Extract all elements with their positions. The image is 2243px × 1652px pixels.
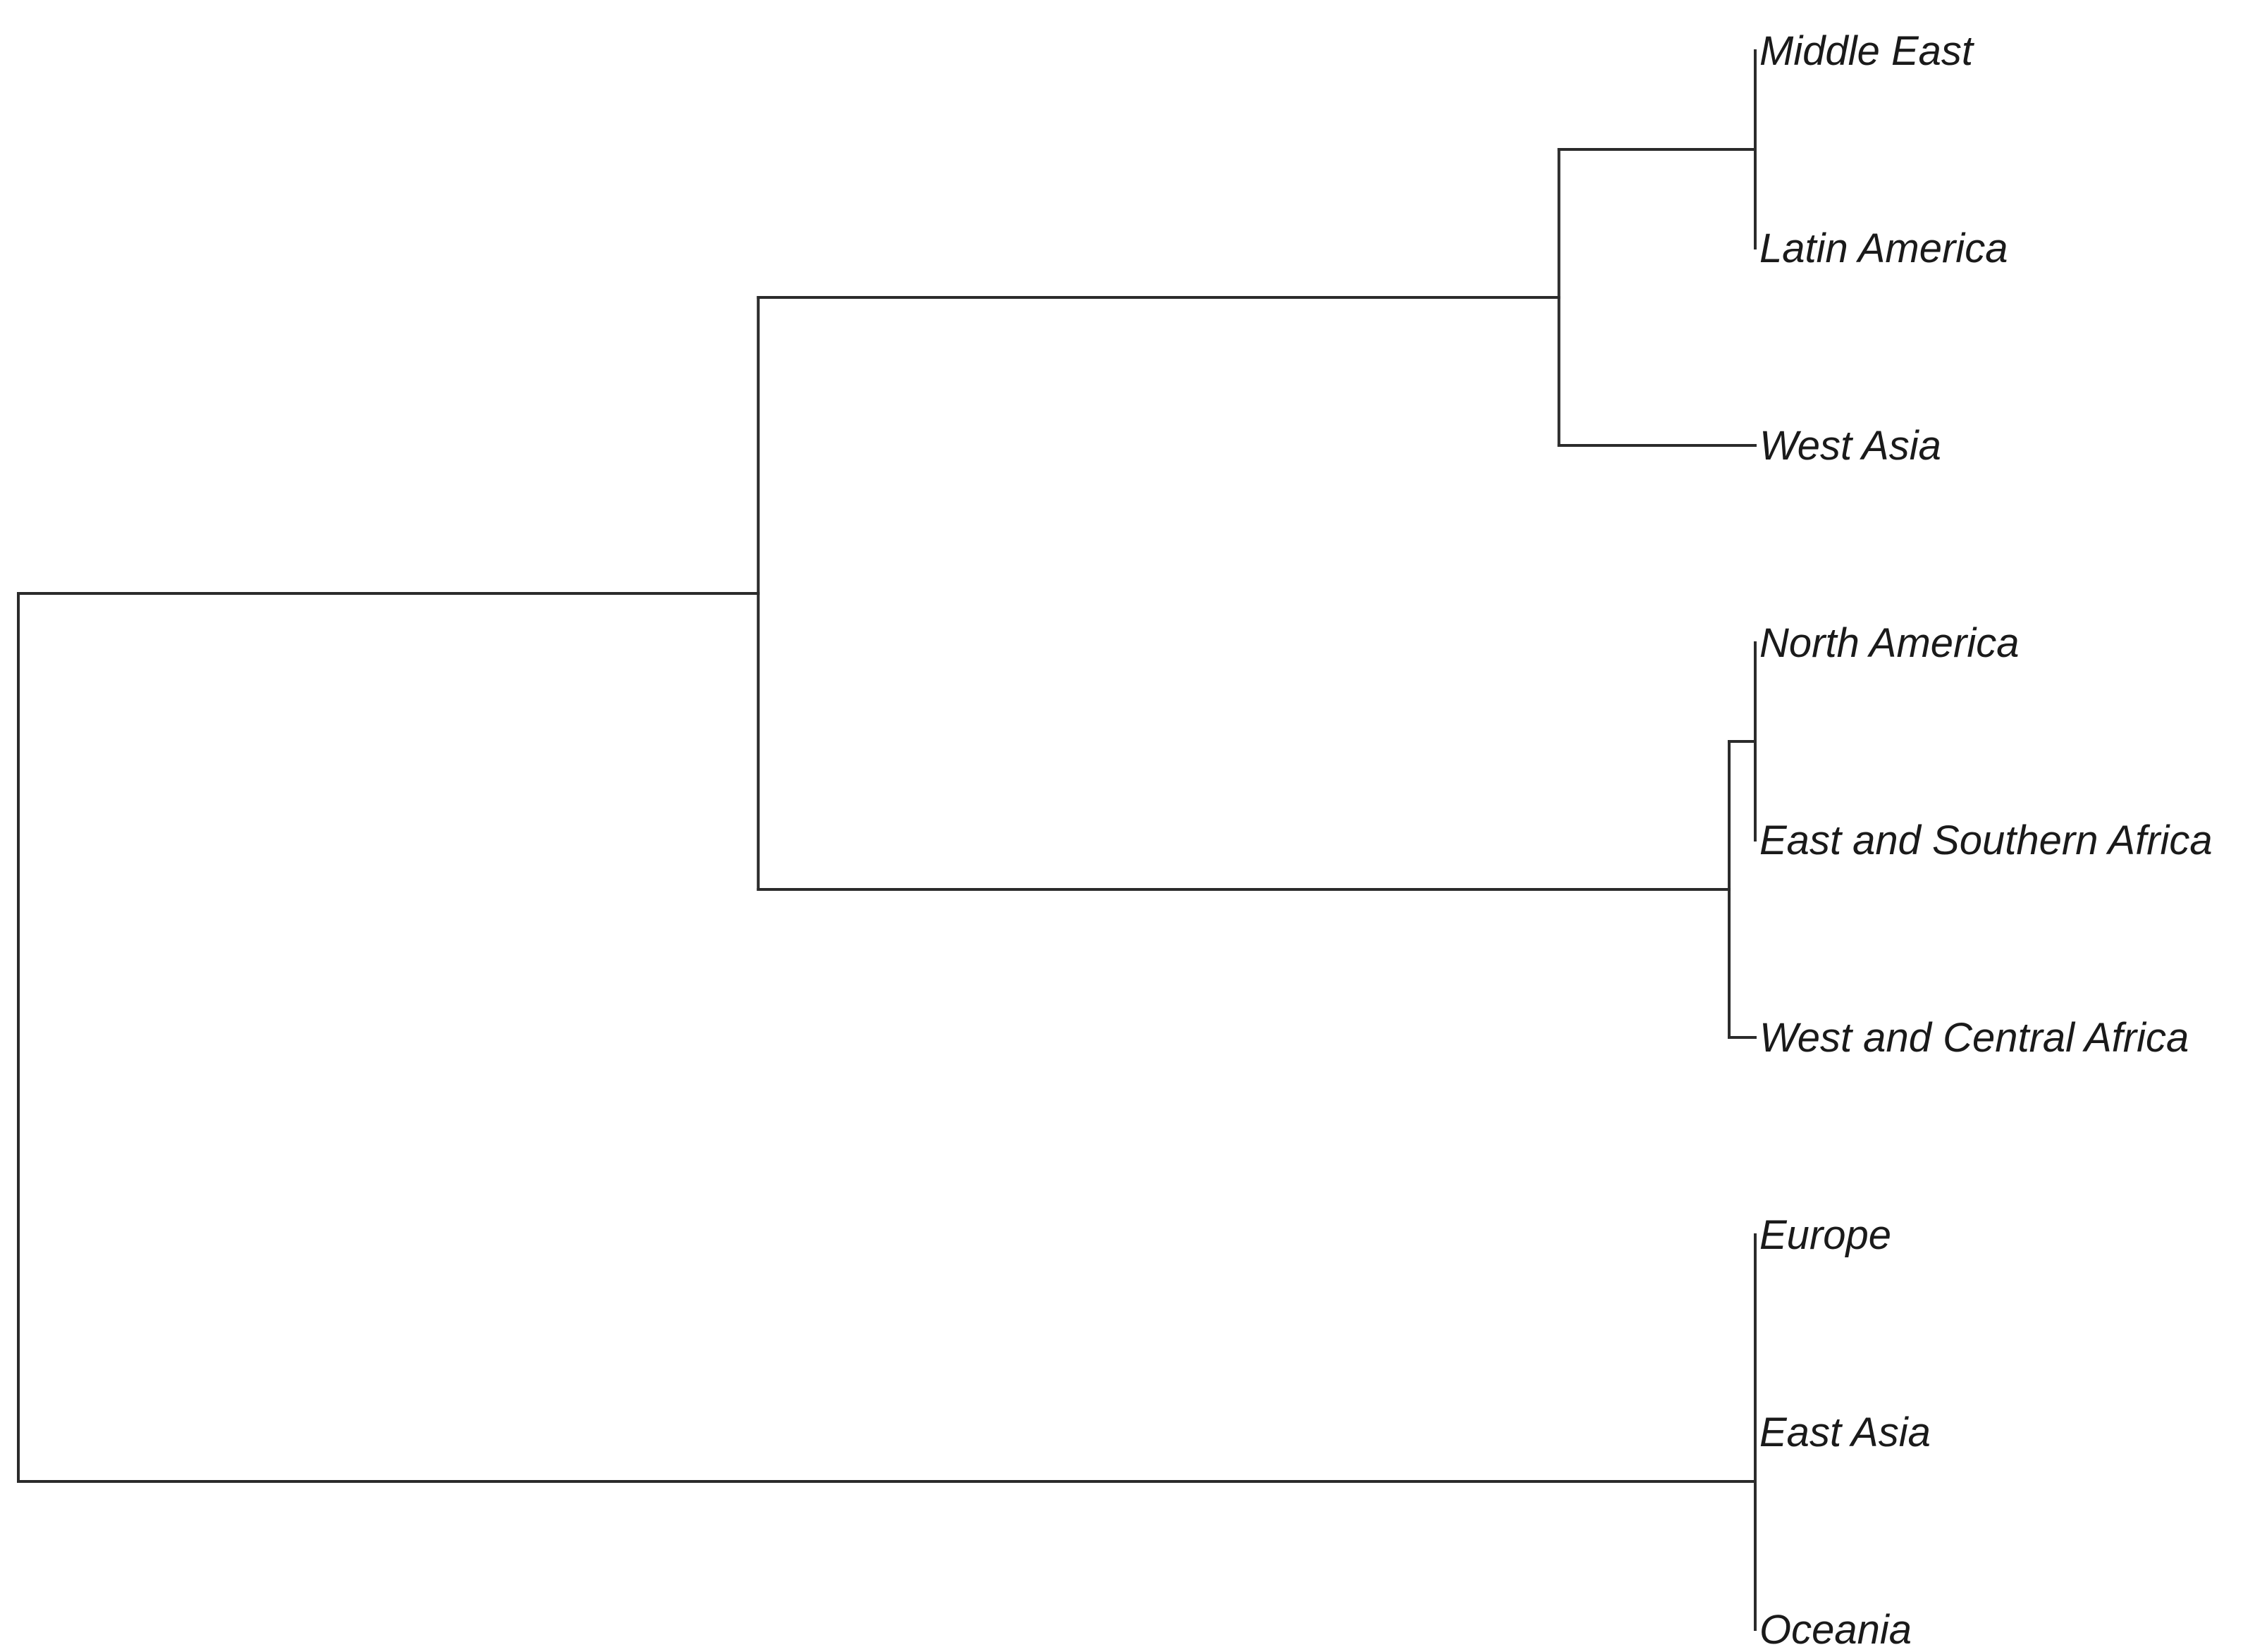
leaf-label-west-asia: West Asia <box>1759 423 1941 469</box>
leaf-labels: Middle East Latin America West Asia Nort… <box>1759 28 2213 1652</box>
leaf-label-east-asia: East Asia <box>1759 1410 1931 1455</box>
leaf-label-middle-east: Middle East <box>1759 28 1975 74</box>
leaf-label-europe: Europe <box>1759 1212 1891 1258</box>
leaf-label-west-and-central-africa: West and Central Africa <box>1759 1015 2189 1061</box>
leaf-label-latin-america: Latin America <box>1759 226 2008 271</box>
leaf-label-east-and-southern-africa: East and Southern Africa <box>1759 818 2213 863</box>
leaf-label-oceania: Oceania <box>1759 1607 1912 1652</box>
leaf-label-north-america: North America <box>1759 620 2020 666</box>
dendrogram-branches <box>17 49 1757 1631</box>
